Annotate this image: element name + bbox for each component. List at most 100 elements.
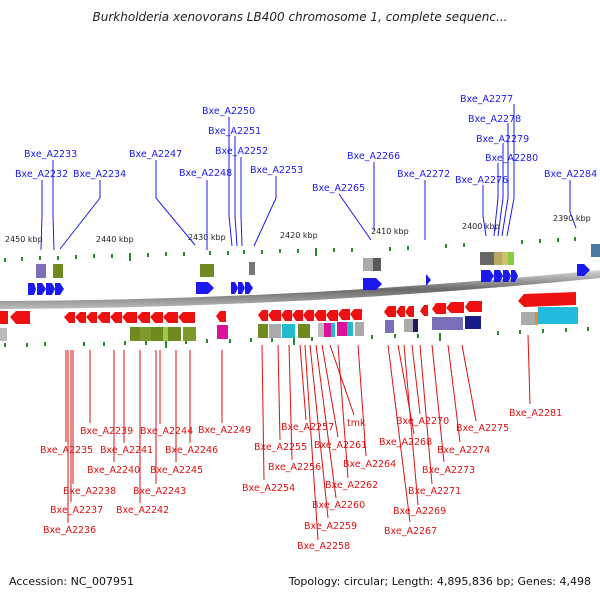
reverse-gene-arrow (64, 312, 75, 323)
gene-label[interactable]: Bxe_A2237 (50, 505, 103, 516)
feature-box (53, 264, 63, 278)
gene-label[interactable]: Bxe_A2242 (116, 505, 169, 516)
feature-box (163, 327, 168, 341)
gene-label[interactable]: tmk (347, 418, 366, 429)
forward-gene-arrow (494, 270, 503, 282)
gene-label[interactable]: Bxe_A2280 (485, 153, 538, 164)
feature-box (385, 320, 394, 333)
gene-label[interactable]: Bxe_A2234 (73, 169, 126, 180)
gene-label[interactable]: Bxe_A2264 (343, 459, 396, 470)
gene-label[interactable]: Bxe_A2244 (140, 426, 193, 437)
leader-line (569, 180, 577, 229)
gene-label[interactable]: Bxe_A2241 (100, 445, 153, 456)
leader-line (501, 123, 509, 237)
gene-label[interactable]: Bxe_A2243 (133, 486, 186, 497)
gene-label[interactable]: Bxe_A2248 (179, 168, 232, 179)
gene-label[interactable]: Bxe_A2245 (150, 465, 203, 476)
gene-label[interactable]: Bxe_A2279 (476, 134, 529, 145)
feature-box (363, 258, 373, 271)
gene-label[interactable]: Bxe_A2281 (509, 408, 562, 419)
leader-line (288, 344, 293, 461)
gene-label[interactable]: Bxe_A2276 (455, 175, 508, 186)
leader-line (506, 104, 515, 237)
feature-box (0, 328, 7, 341)
forward-gene-arrow (426, 274, 431, 286)
gene-label[interactable]: Bxe_A2251 (208, 126, 261, 137)
gene-label[interactable]: Bxe_A2284 (544, 169, 597, 180)
gene-label[interactable]: Bxe_A2270 (396, 416, 449, 427)
kbp-label: 2410 kbp (371, 227, 409, 236)
gene-label[interactable]: Bxe_A2246 (165, 445, 218, 456)
leader-line (59, 180, 101, 250)
gene-label[interactable]: Bxe_A2274 (437, 445, 490, 456)
reverse-gene-arrow (216, 311, 226, 322)
upper-tick-row (4, 237, 576, 262)
kbp-label: 2450 kbp (5, 235, 43, 244)
leader-line (240, 157, 243, 247)
forward-gene-arrow (577, 264, 590, 276)
map-title: Burkholderia xenovorans LB400 chromosome… (92, 10, 508, 24)
gene-label[interactable]: Bxe_A2250 (202, 106, 255, 117)
gene-label[interactable]: Bxe_A2240 (87, 465, 140, 476)
reverse-gene-arrow (446, 302, 464, 313)
gene-label[interactable]: Bxe_A2268 (379, 437, 432, 448)
feature-box (373, 258, 381, 271)
gene-label[interactable]: Bxe_A2233 (24, 149, 77, 160)
feature-box (217, 325, 228, 339)
reverse-gene-arrow (268, 310, 281, 321)
gene-label[interactable]: Bxe_A2258 (297, 541, 350, 552)
feature-box (151, 327, 163, 341)
gene-label[interactable]: Bxe_A2260 (312, 500, 365, 511)
gene-label[interactable]: Bxe_A2255 (254, 442, 307, 453)
reverse-gene-arrow (314, 310, 326, 321)
gene-label[interactable]: Bxe_A2267 (384, 526, 437, 537)
reverse-gene-arrow (0, 311, 8, 324)
gene-label[interactable]: Bxe_A2272 (397, 169, 450, 180)
gene-label[interactable]: Bxe_A2257 (281, 422, 334, 433)
gene-label[interactable]: Bxe_A2278 (468, 114, 521, 125)
leader-line (482, 185, 487, 237)
gene-label[interactable]: Bxe_A2247 (129, 149, 182, 160)
gene-label[interactable]: Bxe_A2256 (268, 462, 321, 473)
gene-label[interactable]: Bxe_A2259 (304, 521, 357, 532)
lower-leader-lines (65, 334, 531, 541)
gene-label[interactable]: Bxe_A2271 (408, 486, 461, 497)
reverse-gene-arrow (281, 310, 292, 321)
gene-label[interactable]: Bxe_A2254 (242, 483, 295, 494)
gene-label[interactable]: Bxe_A2253 (250, 165, 303, 176)
leader-line (493, 163, 499, 237)
gene-label[interactable]: Bxe_A2275 (456, 423, 509, 434)
upper-gene-labels: Bxe_A2233 Bxe_A2232 Bxe_A2234 Bxe_A2247 … (15, 94, 597, 194)
feature-box (591, 244, 600, 257)
reverse-gene-arrow (137, 312, 150, 323)
gene-label[interactable]: Bxe_A2249 (198, 425, 251, 436)
gene-label[interactable]: Bxe_A2239 (80, 426, 133, 437)
kbp-label: 2390 kbp (553, 214, 591, 223)
gene-label[interactable]: Bxe_A2273 (422, 465, 475, 476)
gene-label[interactable]: Bxe_A2238 (63, 486, 116, 497)
reverse-gene-arrow (338, 309, 350, 320)
reverse-gene-arrow (122, 312, 137, 323)
feature-box (480, 252, 494, 265)
leader-line (337, 344, 349, 479)
gene-label[interactable]: Bxe_A2265 (312, 183, 365, 194)
gene-label[interactable]: Bxe_A2235 (40, 445, 93, 456)
gene-label[interactable]: Bxe_A2261 (314, 440, 367, 451)
gene-label[interactable]: Bxe_A2266 (347, 151, 400, 162)
gene-label[interactable]: Bxe_A2232 (15, 169, 68, 180)
reverse-gene-arrow (396, 306, 405, 317)
feature-box (446, 317, 463, 330)
feature-box (508, 252, 514, 265)
leader-line (321, 344, 339, 438)
leader-line (411, 344, 421, 415)
leader-line (40, 180, 43, 251)
gene-label[interactable]: Bxe_A2277 (460, 94, 513, 105)
gene-label[interactable]: Bxe_A2269 (393, 506, 446, 517)
kbp-label: 2420 kbp (280, 231, 318, 240)
reverse-gene-arrow (384, 306, 396, 317)
gene-label[interactable]: Bxe_A2236 (43, 525, 96, 536)
feature-box (249, 262, 255, 275)
gene-label[interactable]: Bxe_A2252 (215, 146, 268, 157)
gene-label[interactable]: Bxe_A2262 (325, 480, 378, 491)
